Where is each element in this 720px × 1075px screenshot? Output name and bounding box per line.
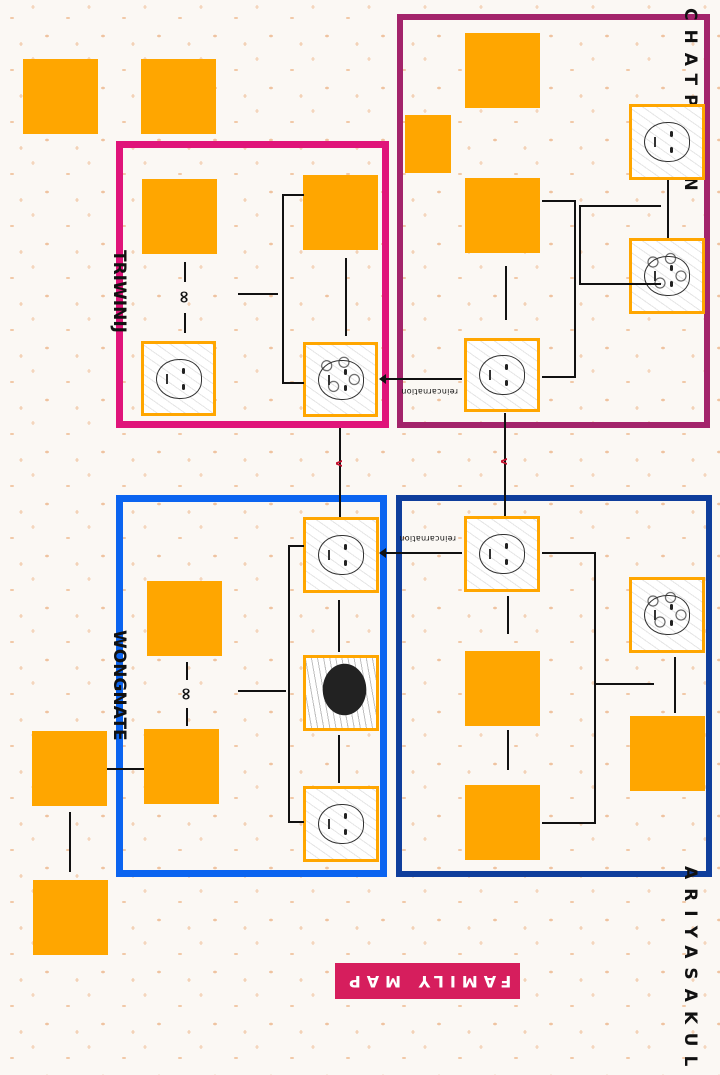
person-box <box>465 33 540 108</box>
person-box <box>147 581 222 656</box>
person-photo <box>303 517 379 593</box>
person-box <box>303 175 378 250</box>
portrait-photo-icon <box>479 355 525 395</box>
connector-bracket <box>282 194 304 384</box>
person-box <box>141 59 216 134</box>
person-box-small <box>405 115 451 173</box>
title-banner: FAMILY MAP <box>335 963 520 999</box>
connector-line <box>339 428 341 520</box>
connector-line <box>186 662 188 680</box>
person-photo <box>464 338 540 412</box>
page-title: FAMILY MAP <box>343 971 512 991</box>
person-photo <box>303 655 379 731</box>
connector-bracket <box>288 545 304 823</box>
person-photo <box>629 104 705 180</box>
connector-line <box>504 413 506 519</box>
portrait-photo-icon <box>318 535 364 575</box>
person-box <box>33 880 108 955</box>
connector-line <box>505 266 507 320</box>
family-frame-triwinij <box>116 141 389 428</box>
person-box <box>144 729 219 804</box>
family-frame-chatpokin <box>397 14 710 428</box>
connector-line <box>507 730 509 770</box>
portrait-photo-icon <box>644 122 690 162</box>
connector-line <box>596 683 654 685</box>
person-box <box>630 716 705 791</box>
infinity-symbol-icon: ∞ <box>174 289 195 305</box>
connector-line <box>507 596 509 634</box>
connector-bracket <box>579 205 661 285</box>
person-box <box>465 178 540 253</box>
connector-bracket <box>542 200 576 378</box>
arrow-icon <box>379 374 386 384</box>
portrait-photo-icon <box>318 804 364 844</box>
connector-line <box>69 812 71 872</box>
person-photo <box>303 786 379 862</box>
connector-line <box>107 768 144 770</box>
connector-line <box>186 708 188 726</box>
connector-line <box>238 690 286 692</box>
person-box <box>465 651 540 726</box>
connector-line <box>667 180 669 238</box>
portrait-photo-icon <box>479 534 525 574</box>
reincarnation-line <box>386 552 462 554</box>
connector-line <box>184 262 186 282</box>
connector-line <box>338 735 340 783</box>
person-photo <box>141 341 216 416</box>
reincarnation-line <box>386 378 462 380</box>
portrait-photo-icon <box>317 359 364 400</box>
person-photo <box>629 238 705 314</box>
person-box <box>32 731 107 806</box>
portrait-photo-icon <box>644 595 690 635</box>
person-photo <box>303 342 378 417</box>
connector-line <box>184 313 186 333</box>
person-photo <box>464 516 540 592</box>
person-box <box>142 179 217 254</box>
reincarnation-label: reincarnation <box>401 387 458 396</box>
connector-line <box>238 293 278 295</box>
reincarnation-label: reincarnation <box>399 534 456 543</box>
relation-marker: v <box>498 457 512 466</box>
person-box <box>23 59 98 134</box>
portrait-photo-icon <box>155 358 202 399</box>
family-frame-wongnate <box>116 495 387 877</box>
relation-marker: v <box>333 459 347 468</box>
family-frame-ariyasakul <box>396 495 712 877</box>
connector-line <box>674 657 676 713</box>
connector-line <box>614 205 661 207</box>
person-box <box>465 785 540 860</box>
connector-line <box>345 258 347 336</box>
family-name-ariyasakul: ARIYASAKUL <box>680 866 700 1075</box>
arrow-icon <box>379 548 386 558</box>
connector-line <box>338 600 340 652</box>
person-photo <box>629 577 705 653</box>
connector-bracket <box>542 552 596 824</box>
infinity-symbol-icon: ∞ <box>176 686 197 702</box>
family-name-wongnate: WONGNATE <box>109 630 129 741</box>
family-name-triwinij: TRIWINIJ <box>109 250 129 333</box>
